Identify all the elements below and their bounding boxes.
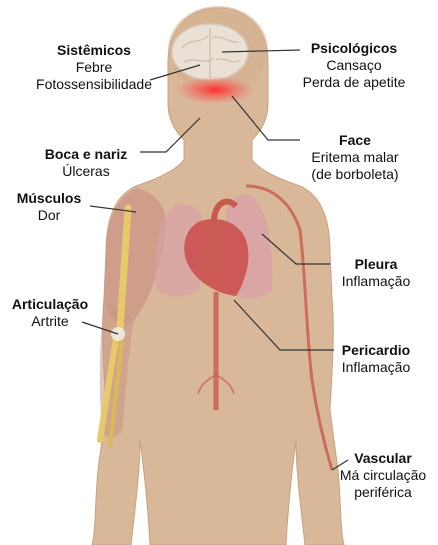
label-sistemicos-line-1: Febre <box>14 59 174 76</box>
label-sistemicos-title: Sistêmicos <box>14 42 174 59</box>
label-vascular-line-2: periférica <box>334 484 432 501</box>
label-face-line-1: Eritema malar <box>290 149 420 166</box>
butterfly-rash <box>175 76 255 104</box>
label-pericardio-title: Pericardio <box>330 342 422 359</box>
label-vascular-line-1: Má circulação <box>334 467 432 484</box>
label-face-line-2: (de borboleta) <box>290 166 420 183</box>
label-pericardio: Pericardio Inflamação <box>330 342 422 376</box>
label-boca-nariz: Boca e nariz Úlceras <box>36 146 136 180</box>
label-articulacao-title: Articulação <box>4 296 96 313</box>
label-psicologicos: Psicológicos Cansaço Perda de apetite <box>284 40 424 91</box>
label-face-title: Face <box>290 132 420 149</box>
label-psicologicos-line-1: Cansaço <box>284 57 424 74</box>
label-pericardio-line-1: Inflamação <box>330 359 422 376</box>
label-articulacao: Articulação Artrite <box>4 296 96 330</box>
label-psicologicos-title: Psicológicos <box>284 40 424 57</box>
label-sistemicos: Sistêmicos Febre Fotossensibilidade <box>14 42 174 93</box>
label-articulacao-line-1: Artrite <box>4 313 96 330</box>
label-musculos: Músculos Dor <box>10 190 88 224</box>
label-boca-title: Boca e nariz <box>36 146 136 163</box>
label-vascular: Vascular Má circulação periférica <box>334 450 432 501</box>
label-pleura-title: Pleura <box>330 256 422 273</box>
label-vascular-title: Vascular <box>334 450 432 467</box>
label-sistemicos-line-2: Fotossensibilidade <box>14 76 174 93</box>
label-pleura: Pleura Inflamação <box>330 256 422 290</box>
label-musculos-title: Músculos <box>10 190 88 207</box>
label-pleura-line-1: Inflamação <box>330 273 422 290</box>
label-psicologicos-line-2: Perda de apetite <box>284 74 424 91</box>
label-boca-line-1: Úlceras <box>36 163 136 180</box>
label-face: Face Eritema malar (de borboleta) <box>290 132 420 183</box>
label-musculos-line-1: Dor <box>10 207 88 224</box>
